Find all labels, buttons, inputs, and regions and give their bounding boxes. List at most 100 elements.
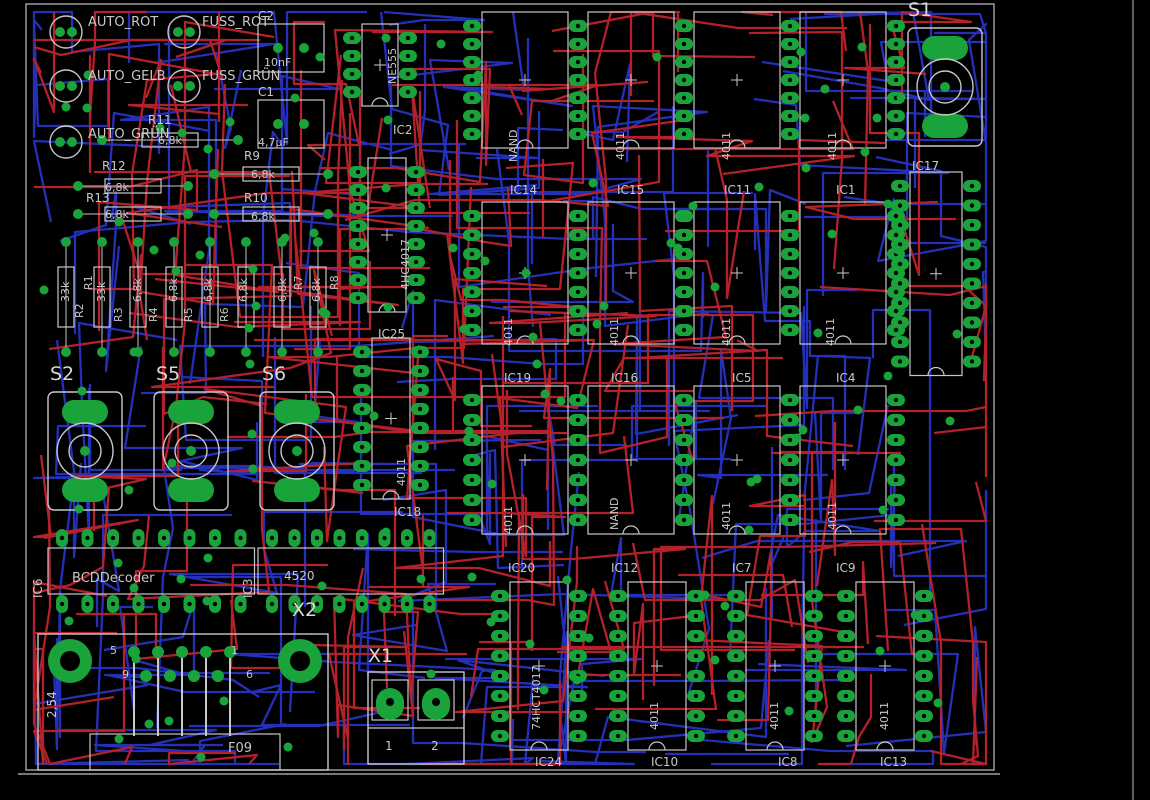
switch-s2-ring bbox=[56, 422, 114, 480]
ic1-dip-drill bbox=[893, 59, 899, 65]
top-trace bbox=[488, 309, 658, 325]
via bbox=[124, 485, 134, 495]
bottom-trace bbox=[871, 308, 932, 602]
top-trace bbox=[874, 481, 988, 523]
ic10-dip-drill bbox=[693, 613, 699, 619]
resistor-vertical-5 bbox=[201, 237, 219, 357]
ic1-dip-drill bbox=[787, 95, 793, 101]
ic15-dip-drill bbox=[575, 113, 581, 119]
ic1-dip-drill bbox=[893, 41, 899, 47]
ic6-dip-drill bbox=[59, 601, 65, 607]
ic5-dip-drill bbox=[681, 251, 687, 257]
via bbox=[369, 411, 379, 421]
label-x1-pin2: 2 bbox=[431, 739, 439, 753]
ic4-dip-drill bbox=[787, 251, 793, 257]
led-auto-gelb-pad bbox=[67, 81, 77, 91]
ic1-dip-drill bbox=[893, 23, 899, 29]
top-trace bbox=[299, 70, 430, 270]
via bbox=[792, 433, 802, 443]
ic1-dip-center-mark bbox=[837, 74, 849, 86]
via bbox=[945, 416, 955, 426]
bottom-trace bbox=[804, 12, 973, 137]
resistor-vertical-4-pad bbox=[169, 347, 179, 357]
ic14-dip-notch bbox=[516, 139, 534, 149]
ic3-dip-drill bbox=[359, 535, 365, 541]
x1-drill bbox=[432, 698, 440, 706]
ic6-dip-drill bbox=[212, 601, 218, 607]
ic20-dip-drill bbox=[469, 477, 475, 483]
via bbox=[673, 243, 683, 253]
top-trace bbox=[34, 168, 199, 331]
top-trace bbox=[612, 259, 760, 353]
ic14-dip-drill bbox=[469, 95, 475, 101]
led-fuss-rot-ring bbox=[167, 15, 201, 49]
ic6-dip-drill bbox=[212, 535, 218, 541]
capacitor-c1-pad bbox=[299, 119, 309, 129]
label-ic5-type: 4011 bbox=[720, 318, 733, 346]
ic25-dip-outline bbox=[367, 157, 407, 313]
led-auto-gruen-pad bbox=[55, 137, 65, 147]
label-ic11: IC11 bbox=[724, 183, 751, 197]
ic11-dip-drill bbox=[681, 23, 687, 29]
resistor-r9 bbox=[209, 166, 333, 182]
ic6-dip-drill bbox=[136, 601, 141, 607]
ic20-dip-outline bbox=[481, 385, 569, 535]
resistor-vertical-5-pad bbox=[205, 237, 215, 247]
bottom-trace bbox=[630, 404, 766, 461]
capacitor-c2 bbox=[257, 23, 325, 73]
bottom-trace bbox=[103, 599, 196, 676]
via bbox=[245, 359, 255, 369]
label-r9-value: 6,8k bbox=[251, 168, 275, 181]
ic6-dip-drill bbox=[136, 535, 141, 541]
label-ic25: IC25 bbox=[378, 327, 405, 341]
ic13-dip-drill bbox=[843, 733, 849, 739]
ic8-dip bbox=[727, 581, 823, 751]
ic24-dip-drill bbox=[575, 633, 581, 639]
resistor-r12-body bbox=[104, 178, 162, 194]
via bbox=[211, 670, 221, 680]
bottom-trace bbox=[845, 625, 988, 748]
ic9-dip-drill bbox=[893, 437, 899, 443]
via bbox=[532, 359, 542, 369]
label-ic19: IC19 bbox=[504, 371, 531, 385]
ic17-dip-drill bbox=[969, 242, 975, 247]
label-r12-value: 6,8k bbox=[105, 181, 129, 194]
label-r9: R9 bbox=[244, 149, 260, 163]
ic7-dip-notch bbox=[728, 525, 746, 535]
ic18-dip-drill bbox=[417, 425, 423, 431]
ic25-dip-drill bbox=[413, 187, 419, 193]
ic10-dip-drill bbox=[615, 653, 621, 659]
top-trace bbox=[754, 405, 987, 418]
bottom-trace bbox=[285, 261, 585, 366]
bottom-trace bbox=[352, 547, 563, 554]
connector-x1 bbox=[367, 671, 465, 765]
label-r8-value: 6,8k bbox=[310, 278, 323, 302]
via bbox=[480, 256, 490, 266]
label-r7-value: 6,8k bbox=[276, 278, 289, 302]
resistor-vertical-6-pad bbox=[241, 347, 251, 357]
top-trace bbox=[88, 10, 147, 173]
via bbox=[290, 93, 300, 103]
top-trace bbox=[445, 161, 575, 365]
via bbox=[381, 33, 391, 43]
ic17-dip-drill bbox=[897, 183, 903, 189]
ic16-dip-drill bbox=[575, 327, 581, 333]
ic4-dip-drill bbox=[787, 213, 793, 219]
ic11-dip-drill bbox=[681, 59, 687, 65]
bottom-trace bbox=[667, 288, 857, 446]
via bbox=[248, 264, 258, 274]
ic9-dip-drill bbox=[787, 417, 793, 423]
resistor-r13-pad bbox=[183, 209, 193, 219]
top-trace bbox=[461, 338, 596, 548]
ic3-dip-drill bbox=[404, 535, 410, 541]
ic12-dip-notch bbox=[622, 525, 640, 535]
ic2-dip-notch bbox=[371, 97, 389, 107]
label-r6: R6 bbox=[218, 307, 231, 322]
ic8-dip-drill bbox=[733, 673, 739, 679]
label-r5-value: 6,8k bbox=[202, 278, 215, 302]
via bbox=[280, 233, 290, 243]
ic12-dip-drill bbox=[575, 497, 581, 503]
switch-s2 bbox=[47, 391, 123, 511]
via bbox=[171, 266, 181, 276]
capacitor-c1-pad bbox=[273, 119, 283, 129]
